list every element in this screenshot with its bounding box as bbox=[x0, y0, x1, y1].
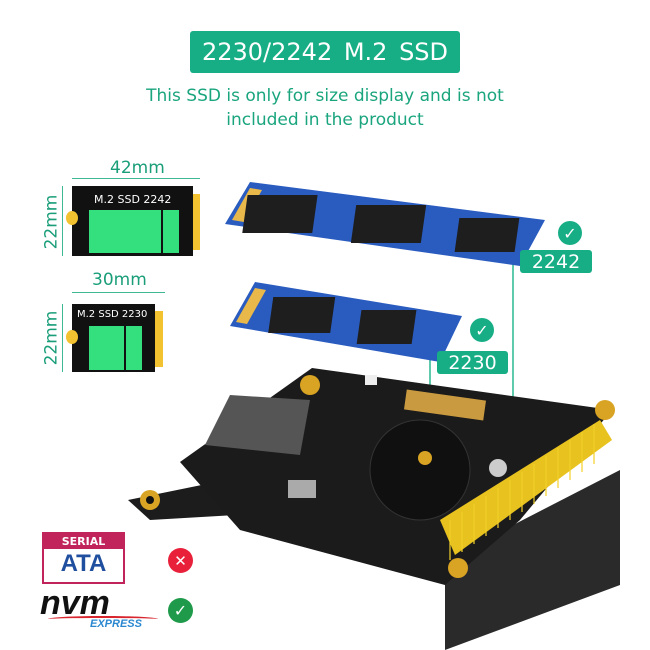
chip-area bbox=[126, 326, 142, 370]
height-dimension-line bbox=[62, 304, 63, 372]
chip-area bbox=[163, 210, 179, 253]
gold-contacts bbox=[193, 194, 200, 250]
cooling-fan bbox=[369, 419, 471, 521]
mount-hole bbox=[300, 375, 320, 395]
capacitor bbox=[489, 459, 507, 477]
width-label-2242: 42mm bbox=[110, 158, 165, 178]
button bbox=[365, 375, 377, 385]
gpio-header-block bbox=[445, 470, 620, 650]
ssd-2230-diagram: M.2 SSD 2230 bbox=[66, 304, 155, 372]
controller-chip bbox=[454, 218, 520, 252]
size-tag-2230: 2230 bbox=[437, 351, 508, 374]
screw-post bbox=[418, 451, 432, 465]
notice-line-1: This SSD is only for size display and is… bbox=[146, 86, 504, 106]
inductor bbox=[288, 480, 316, 498]
gold-contacts bbox=[155, 311, 163, 367]
nand-chip bbox=[350, 205, 427, 243]
check-circle-icon: ✓ bbox=[558, 221, 582, 245]
mount-hole bbox=[448, 558, 468, 578]
serial-ata-logo: SERIAL ATA bbox=[42, 532, 125, 584]
notice-line-2: included in the product bbox=[226, 110, 424, 130]
card-label: M.2 SSD 2230 bbox=[77, 309, 148, 320]
controller-chip bbox=[356, 310, 417, 344]
x-circle-icon: ✕ bbox=[168, 548, 193, 573]
check-circle-icon: ✓ bbox=[168, 598, 193, 623]
chip-area bbox=[89, 210, 161, 253]
width-dimension-line bbox=[72, 292, 165, 293]
height-dimension-line bbox=[62, 186, 63, 256]
fpc-connector bbox=[403, 389, 487, 421]
card-label: M.2 SSD 2242 bbox=[94, 193, 172, 206]
screw-notch bbox=[66, 330, 78, 344]
width-dimension-line bbox=[72, 178, 200, 179]
width-label-2230: 30mm bbox=[92, 270, 147, 290]
title-banner: 2230/2242 M.2 SSD bbox=[190, 31, 460, 73]
chip-area bbox=[89, 326, 124, 370]
nand-chip bbox=[242, 195, 318, 233]
ssd-2242-diagram: M.2 SSD 2242 bbox=[66, 186, 193, 256]
check-circle-icon: ✓ bbox=[470, 318, 494, 342]
nand-chip bbox=[268, 297, 336, 333]
screw-notch bbox=[66, 211, 78, 225]
size-tag-2242: 2242 bbox=[520, 250, 592, 273]
mount-hole bbox=[595, 400, 615, 420]
gpio-pins bbox=[440, 420, 612, 555]
ssd-2230 bbox=[230, 282, 462, 362]
m2-slot bbox=[205, 395, 310, 455]
nvm-express-logo: nvm EXPRESS bbox=[40, 586, 160, 636]
